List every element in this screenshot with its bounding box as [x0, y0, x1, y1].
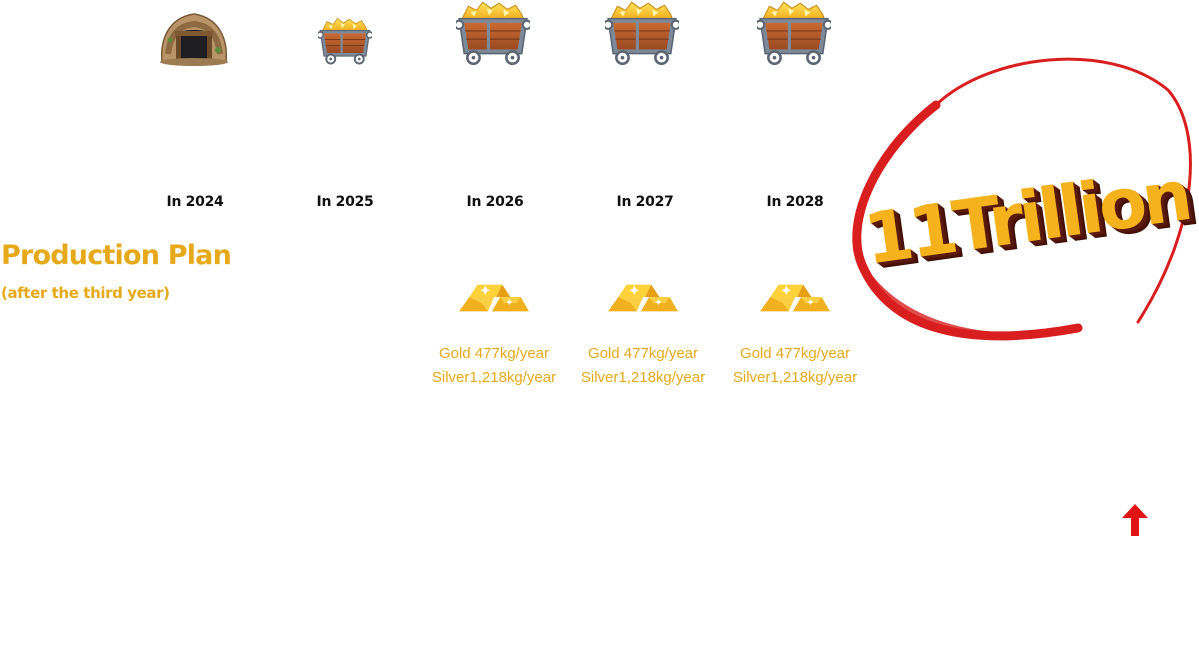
gold-cart-icon: [757, 0, 831, 66]
gold-cart-icon: [456, 0, 530, 66]
page-subtitle: (after the third year): [1, 284, 170, 302]
gold-output: Gold 477kg/year: [739, 345, 851, 362]
production-value: Gold 477kg/year Silver1,218kg/year: [563, 342, 723, 390]
silver-output: Silver1,218kg/year: [431, 369, 557, 386]
year-label: In 2025: [316, 194, 374, 210]
gold-cart-icon: [605, 0, 679, 66]
page-title: Production Plan: [1, 240, 232, 271]
silver-output: Silver1,218kg/year: [580, 369, 706, 386]
silver-output: Silver1,218kg/year: [732, 369, 858, 386]
production-value: Gold 477kg/year Silver1,218kg/year: [414, 342, 574, 390]
mine-entrance-icon: [158, 10, 230, 66]
year-label: In 2027: [616, 194, 674, 210]
highlight-circle: [848, 50, 1198, 360]
gold-bars-icon: [606, 282, 680, 314]
production-value: Gold 477kg/year Silver1,218kg/year: [715, 342, 875, 390]
arrow-up-icon: [1122, 504, 1148, 536]
gold-output: Gold 477kg/year: [587, 345, 699, 362]
gold-bars-icon: [758, 282, 832, 314]
year-label: In 2028: [766, 194, 824, 210]
gold-bars-icon: [457, 282, 531, 314]
year-label: In 2026: [466, 194, 524, 210]
gold-output: Gold 477kg/year: [438, 345, 550, 362]
year-label: In 2024: [166, 194, 224, 210]
gold-cart-icon: [318, 16, 372, 66]
